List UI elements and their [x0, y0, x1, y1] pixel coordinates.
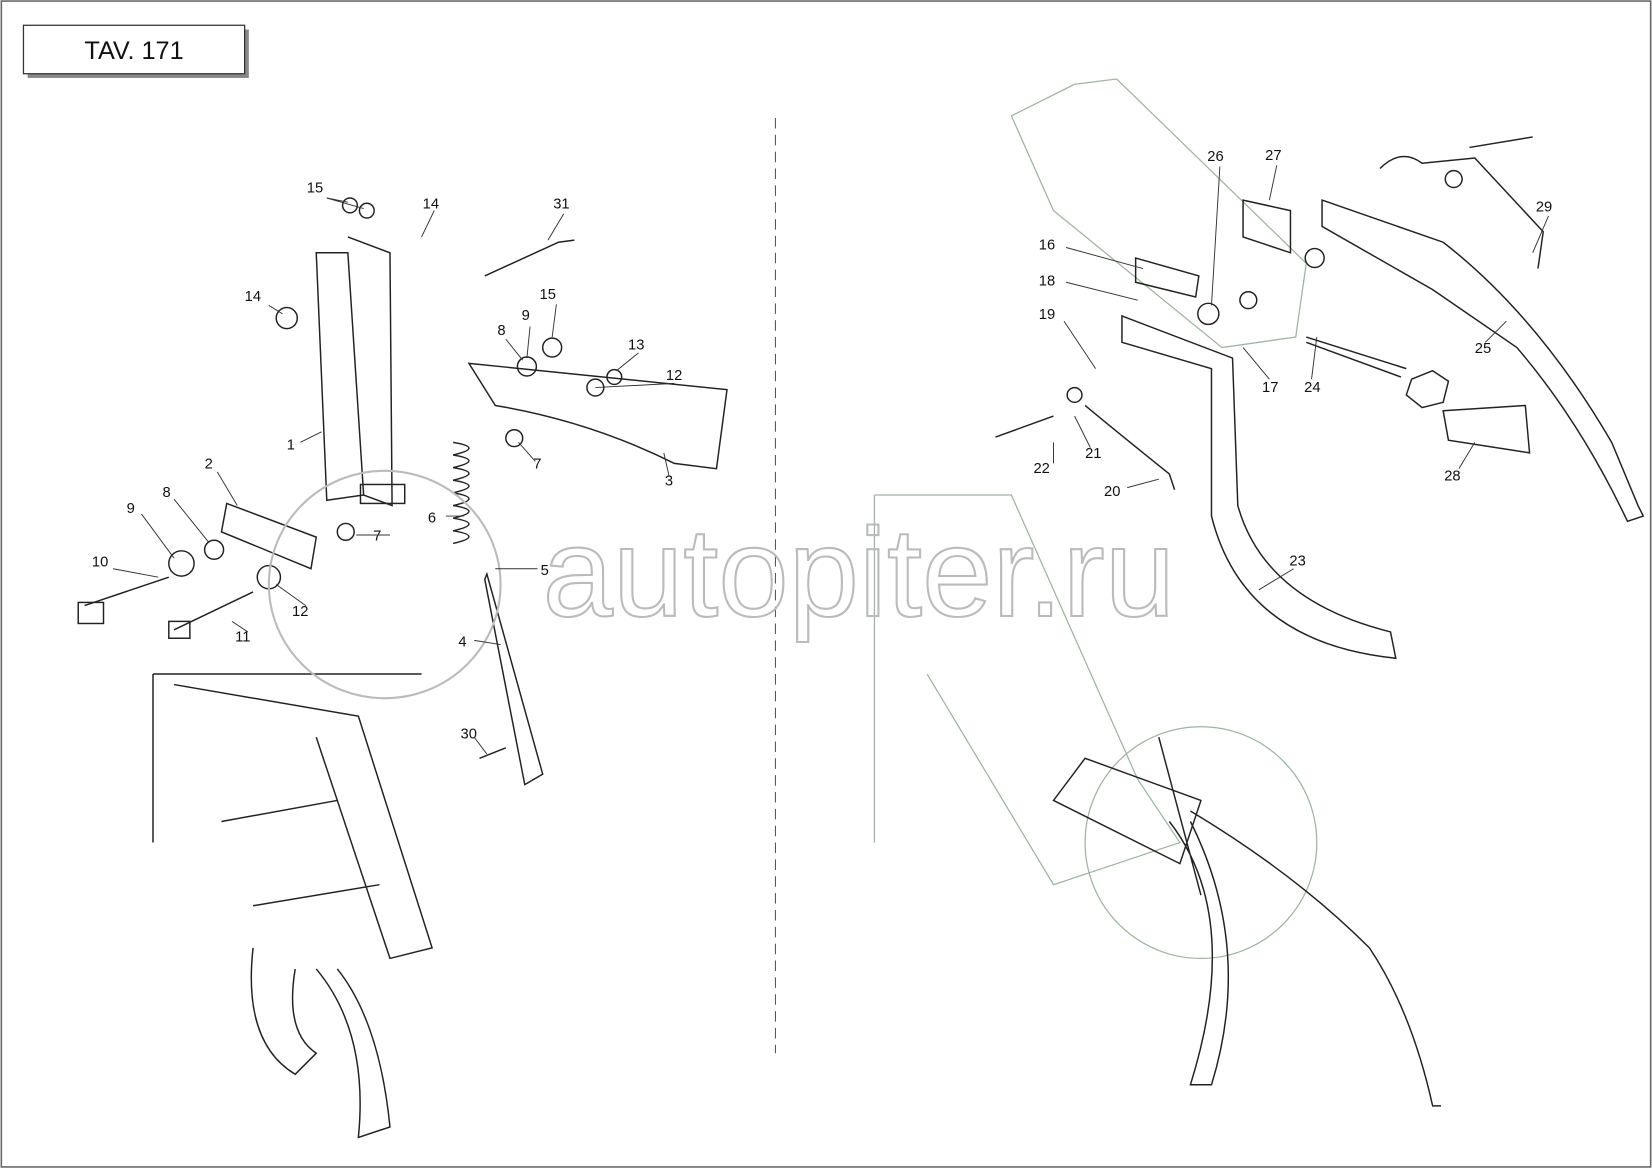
- callout: 28: [1444, 468, 1460, 484]
- callout: 24: [1304, 380, 1320, 396]
- callout: 3: [665, 474, 673, 490]
- callout: 8: [162, 485, 170, 501]
- callout: 26: [1207, 149, 1223, 165]
- watermark: autopiter.ru: [267, 469, 1176, 700]
- callout: 17: [1262, 380, 1278, 396]
- callout: 9: [522, 308, 530, 324]
- callout: 7: [373, 528, 381, 544]
- callout: 6: [428, 510, 436, 526]
- callout: 15: [540, 287, 556, 303]
- callout: 10: [92, 555, 108, 571]
- callout: 22: [1033, 461, 1049, 477]
- leader-lines: [112, 165, 1549, 755]
- right-exploded-parts: [873, 78, 1645, 1107]
- callout: 7: [533, 457, 541, 473]
- callout: 25: [1475, 341, 1491, 357]
- callout: 21: [1085, 446, 1101, 462]
- callout: 12: [292, 604, 308, 620]
- title-text: TAV. 171: [84, 37, 183, 65]
- title-box: TAV. 171: [22, 24, 249, 78]
- callout: 14: [245, 289, 261, 305]
- callout: 16: [1039, 238, 1055, 254]
- callout: 15: [307, 181, 323, 197]
- callout: 18: [1039, 273, 1055, 289]
- callout: 29: [1536, 200, 1552, 216]
- callout: 11: [235, 629, 250, 645]
- callout: 1: [287, 438, 295, 454]
- callout: 8: [497, 323, 505, 339]
- callout: 23: [1289, 554, 1305, 570]
- callout: 31: [553, 197, 569, 213]
- callout: 2: [205, 457, 213, 473]
- callout: 13: [628, 338, 644, 354]
- watermark-text: autopiter.ru: [543, 502, 1175, 643]
- callout: 14: [423, 197, 439, 213]
- callout: 20: [1104, 484, 1120, 500]
- callout: 4: [458, 635, 466, 651]
- callout-labels: 15 14 31 14 15 9 8 13 12 1 7 3 2 9 8 6 7…: [92, 148, 1552, 742]
- callout: 12: [666, 368, 682, 384]
- callout: 19: [1039, 307, 1055, 323]
- callout: 5: [541, 563, 549, 579]
- callout: 30: [461, 726, 477, 742]
- callout: 27: [1265, 148, 1281, 164]
- callout: 9: [127, 501, 135, 517]
